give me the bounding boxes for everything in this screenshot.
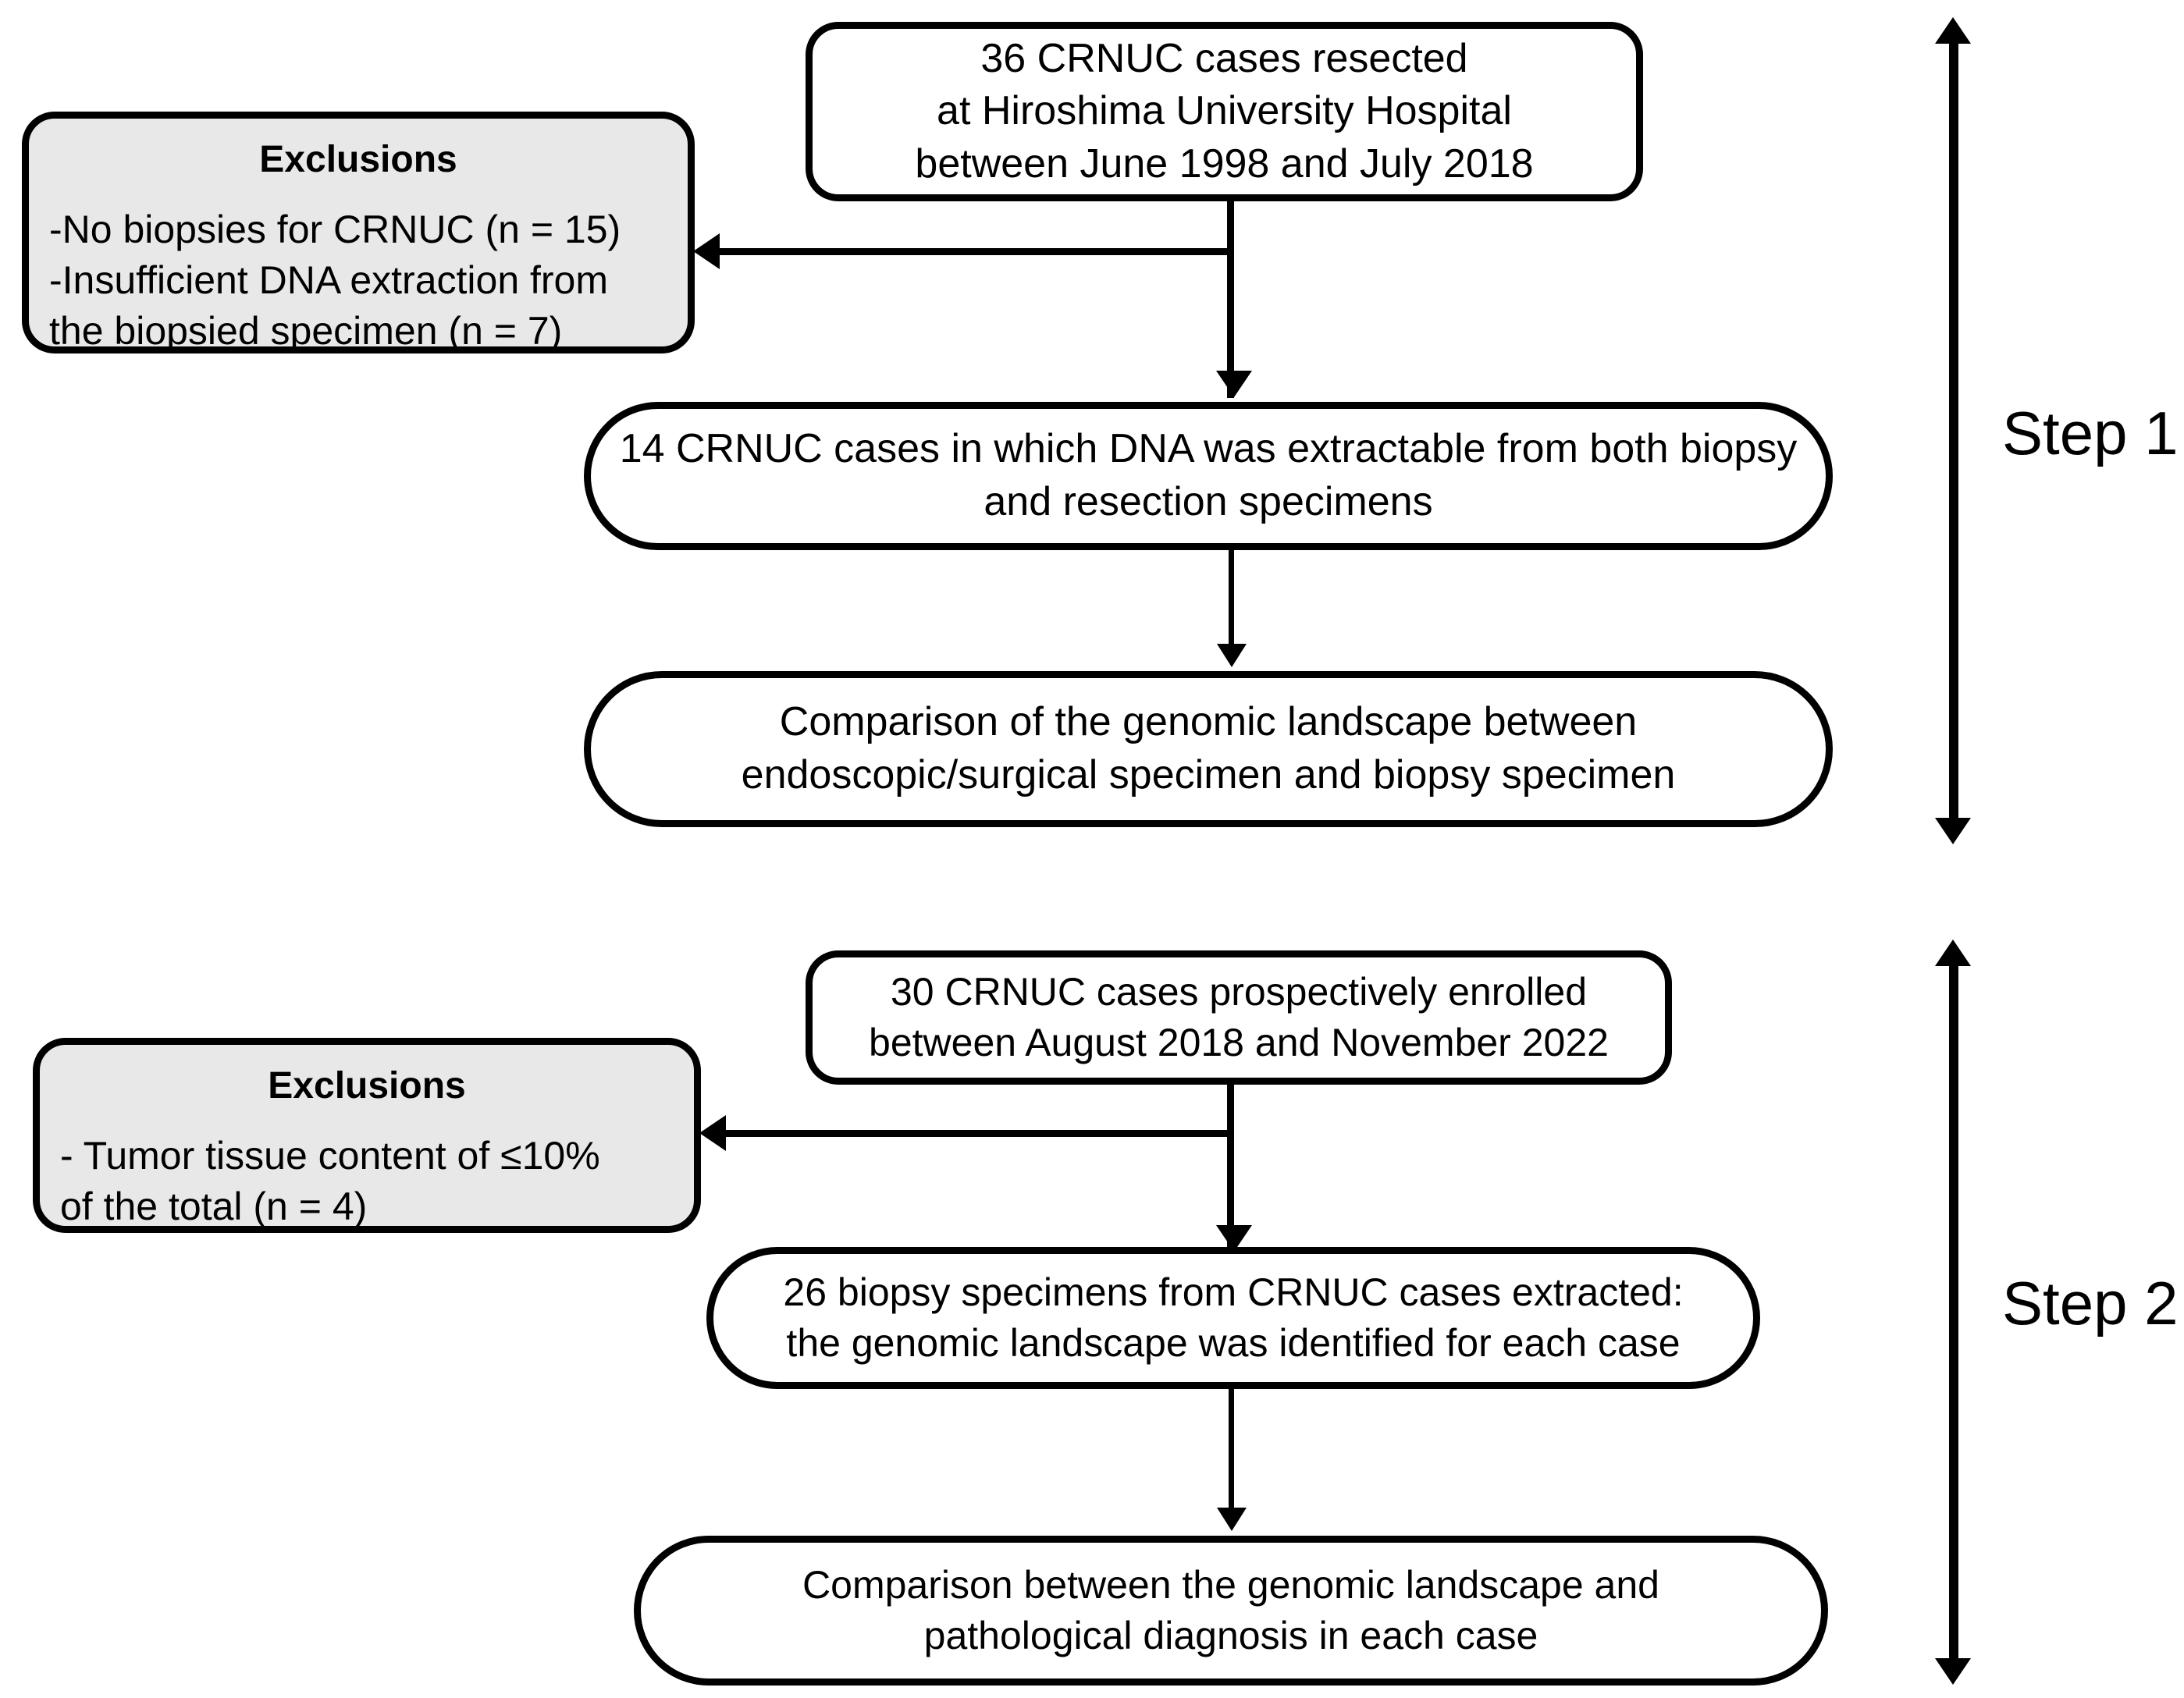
- step1-source-text: 36 CRNUC cases resected at Hiroshima Uni…: [915, 35, 1534, 186]
- step2-included-text: 26 biopsy specimens from CRNUC cases ext…: [783, 1270, 1684, 1365]
- step1-source-box: 36 CRNUC cases resected at Hiroshima Uni…: [806, 22, 1643, 201]
- step1-label: Step 1: [2002, 399, 2179, 467]
- step2-exclusions-item-1: - Tumor tissue content of ≤10% of the to…: [60, 1134, 600, 1229]
- step1-exclusion-branch-line: [720, 248, 1231, 255]
- step2-outcome-arrowhead: [1217, 1508, 1247, 1531]
- step1-included-box: 14 CRNUC cases in which DNA was extracta…: [584, 402, 1833, 550]
- step1-span-arrow-bottom: [1935, 818, 1971, 844]
- step1-span-arrow-top: [1935, 17, 1971, 44]
- step1-outcome-connector-line: [1229, 550, 1234, 656]
- step2-exclusions-box: Exclusions - Tumor tissue content of ≤10…: [33, 1038, 701, 1233]
- step1-outcome-arrowhead: [1217, 644, 1247, 667]
- step2-included-box: 26 biopsy specimens from CRNUC cases ext…: [706, 1247, 1760, 1389]
- step2-label: Step 2: [2002, 1269, 2179, 1337]
- step1-outcome-box: Comparison of the genomic landscape betw…: [584, 671, 1833, 827]
- step1-stem-line: [1227, 201, 1234, 398]
- step2-source-box: 30 CRNUC cases prospectively enrolled be…: [806, 950, 1672, 1085]
- step1-exclusion-arrowhead: [693, 233, 720, 269]
- step2-exclusion-arrowhead: [699, 1115, 726, 1151]
- step2-outcome-box: Comparison between the genomic landscape…: [634, 1536, 1828, 1686]
- step2-source-text: 30 CRNUC cases prospectively enrolled be…: [869, 970, 1609, 1064]
- step2-span-line: [1949, 960, 1958, 1674]
- step1-included-text: 14 CRNUC cases in which DNA was extracta…: [619, 426, 1798, 524]
- step1-exclusions-heading: Exclusions: [259, 139, 457, 180]
- step2-exclusion-branch-line: [726, 1130, 1232, 1137]
- step1-stem-arrowhead: [1216, 371, 1252, 397]
- step2-outcome-text: Comparison between the genomic landscape…: [802, 1563, 1659, 1657]
- step1-exclusions-box: Exclusions -No biopsies for CRNUC (n = 1…: [22, 112, 695, 353]
- step2-outcome-connector-line: [1229, 1389, 1234, 1522]
- step1-outcome-text: Comparison of the genomic landscape betw…: [741, 699, 1676, 797]
- step1-exclusions-item-2: -Insufficient DNA extraction from the bi…: [49, 258, 609, 353]
- step1-span-line: [1949, 37, 1958, 833]
- step2-exclusions-heading: Exclusions: [268, 1065, 466, 1107]
- step1-exclusions-item-1: -No biopsies for CRNUC (n = 15): [49, 208, 621, 252]
- step2-stem-line: [1227, 1085, 1234, 1252]
- step2-span-arrow-bottom: [1935, 1658, 1971, 1685]
- step2-span-arrow-top: [1935, 940, 1971, 966]
